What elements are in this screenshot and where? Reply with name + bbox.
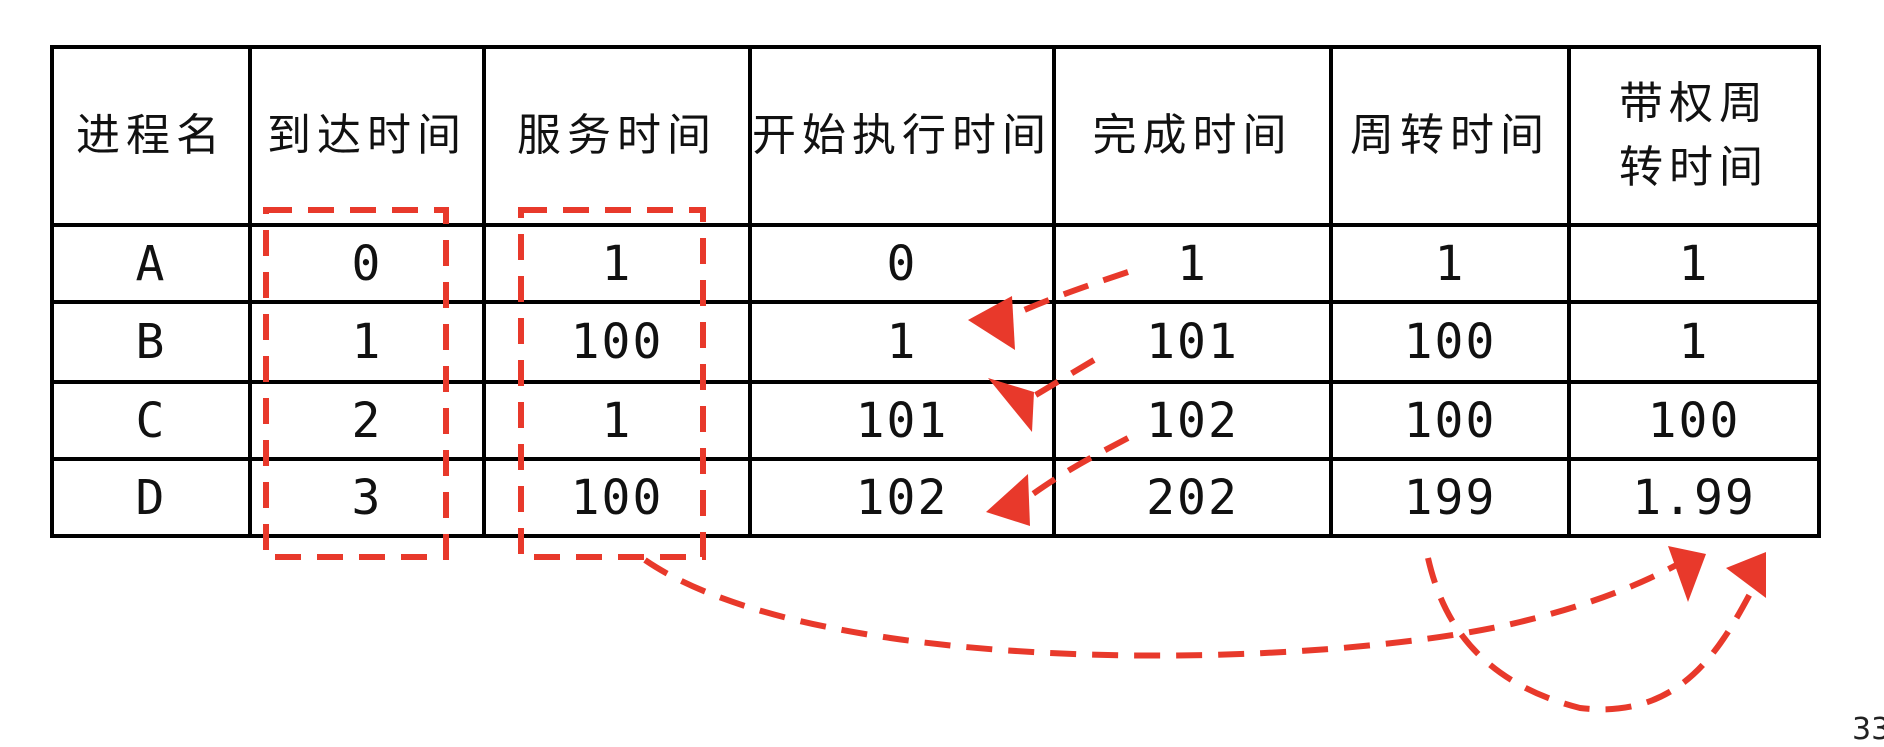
cell-turnaround: 100	[1329, 300, 1571, 384]
table-row: A 0 1 0 1 1 1	[50, 223, 1821, 304]
header-weighted-turnaround-time: 带权周 转时间	[1567, 45, 1821, 227]
process-schedule-table: 进程名 到达时间 服务时间 开始执行时间 完成时间 周转时间 带权周 转时间 A…	[50, 45, 1821, 538]
cell-name: A	[50, 223, 252, 304]
table-row: B 1 100 1 101 100 1	[50, 300, 1821, 384]
cell-start: 101	[748, 380, 1056, 461]
header-finish-time: 完成时间	[1052, 45, 1333, 227]
cell-weighted: 1	[1567, 300, 1821, 384]
cell-weighted: 1.99	[1567, 457, 1821, 538]
header-service-time: 服务时间	[482, 45, 752, 227]
cell-turnaround: 100	[1329, 380, 1571, 461]
cell-service: 1	[482, 223, 752, 304]
header-row: 进程名 到达时间 服务时间 开始执行时间 完成时间 周转时间 带权周 转时间	[50, 45, 1821, 227]
cell-finish: 202	[1052, 457, 1333, 538]
cell-start: 0	[748, 223, 1056, 304]
arrowhead-weighted-2	[1726, 552, 1766, 598]
cell-finish: 1	[1052, 223, 1333, 304]
cell-name: C	[50, 380, 252, 461]
cell-start: 1	[748, 300, 1056, 384]
cell-arrival: 0	[248, 223, 486, 304]
cell-turnaround: 199	[1329, 457, 1571, 538]
cell-name: B	[50, 300, 252, 384]
cell-turnaround: 1	[1329, 223, 1571, 304]
arrow-service-to-weighted	[643, 549, 1702, 659]
cell-arrival: 3	[248, 457, 486, 538]
page-number: 33	[1852, 712, 1884, 747]
header-start-time: 开始执行时间	[748, 45, 1056, 227]
cell-finish: 102	[1052, 380, 1333, 461]
table-row: C 2 1 101 102 100 100	[50, 380, 1821, 461]
cell-start: 102	[748, 457, 1056, 538]
cell-weighted: 100	[1567, 380, 1821, 461]
table-row: D 3 100 102 202 199 1.99	[50, 457, 1821, 538]
cell-service: 1	[482, 380, 752, 461]
header-arrival-time: 到达时间	[248, 45, 486, 227]
cell-finish: 101	[1052, 300, 1333, 384]
arrow-turnaround-to-weighted	[1425, 557, 1755, 713]
arrowhead-weighted-1	[1668, 546, 1706, 602]
header-weighted-line1: 带权周	[1619, 78, 1769, 129]
cell-arrival: 2	[248, 380, 486, 461]
cell-arrival: 1	[248, 300, 486, 384]
header-process-name: 进程名	[50, 45, 252, 227]
cell-name: D	[50, 457, 252, 538]
header-turnaround-time: 周转时间	[1329, 45, 1571, 227]
cell-weighted: 1	[1567, 223, 1821, 304]
header-weighted-line2: 转时间	[1619, 142, 1769, 193]
cell-service: 100	[482, 300, 752, 384]
cell-service: 100	[482, 457, 752, 538]
